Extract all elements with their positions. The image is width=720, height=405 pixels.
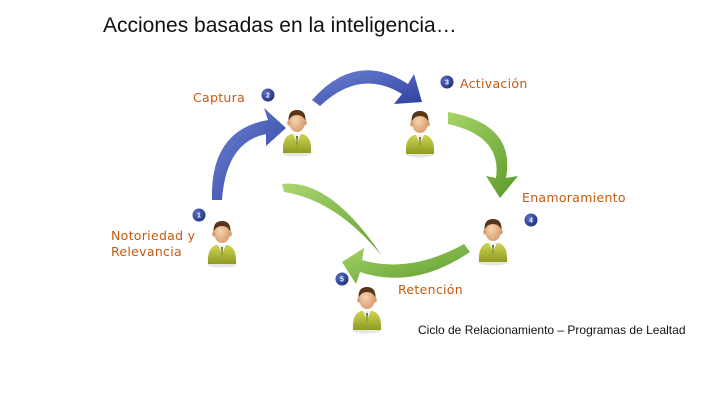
arrow-4-to-5-icon [342,244,470,284]
person-2-icon [282,110,312,157]
person-5-icon [352,287,382,334]
arrow-2-to-3-icon [312,70,422,106]
stage-3-label: Activación [460,76,528,91]
badge-4-icon: 4 [523,212,539,228]
badge-3-number: 3 [445,80,449,87]
stage-5-label: Retención [398,282,463,297]
arrow-5-to-1-icon [282,183,382,256]
badge-5-number: 5 [340,277,344,284]
person-3-icon [405,111,435,158]
arrow-3-to-4-icon [448,112,518,198]
person-4-icon [478,219,508,266]
badge-3-icon: 3 [439,74,455,90]
badge-1-icon: 1 [191,207,207,223]
badge-5-icon: 5 [334,271,350,287]
slide-title: Acciones basadas en la inteligencia… [103,14,457,37]
person-1-icon [207,221,237,268]
arrow-1-to-2-icon [211,108,286,200]
badge-4-number: 4 [529,218,533,225]
stage-4-label: Enamoramiento [522,190,626,205]
stage-2-label: Captura [193,90,246,105]
badge-2-number: 2 [266,93,270,100]
diagram-caption: Ciclo de Relacionamiento – Programas de … [418,323,686,337]
stage-1-label-line2: Relevancia [111,244,182,259]
badge-1-number: 1 [197,213,201,220]
badge-2-icon: 2 [260,87,276,103]
stage-1-label-line1: Notoriedad y [111,228,196,243]
